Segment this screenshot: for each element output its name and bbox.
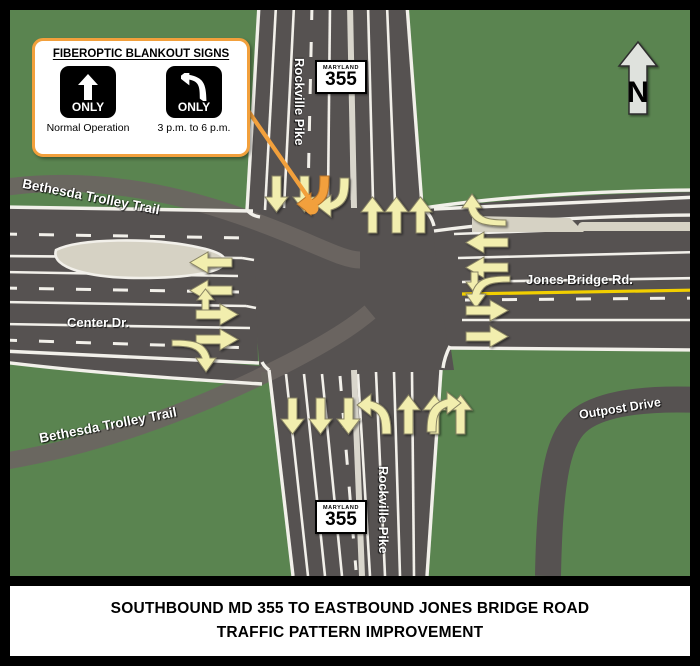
- route-shield-md355-north: MARYLAND 355: [315, 60, 367, 94]
- arrows-center-dr-sw-departure: [171, 339, 217, 373]
- jones-bridge-centerline: [461, 288, 690, 296]
- traffic-map: MARYLAND 355 MARYLAND 355 Rockville Pike…: [10, 10, 690, 576]
- arrows-center-dr-eastbound: [195, 288, 239, 351]
- arrows-jones-bridge-westbound: [464, 231, 511, 309]
- orange-target-dot: [305, 201, 319, 215]
- legend-sign-peak-period: ONLY 3 p.m. to 6 p.m.: [146, 66, 242, 134]
- label-rockville-pike-north: Rockville Pike: [292, 58, 307, 146]
- dashed-lane-markings: [10, 10, 690, 571]
- blankout-sign-through-only: ONLY: [60, 66, 116, 118]
- shield-state-name: MARYLAND: [322, 504, 360, 511]
- caption-line-2: TRAFFIC PATTERN IMPROVEMENT: [216, 624, 484, 641]
- arrows-jones-bridge-eastbound: [465, 299, 509, 348]
- route-shield-md355-south: MARYLAND 355: [315, 500, 367, 534]
- label-center-dr: Center Dr.: [67, 315, 130, 330]
- north-arrow-icon: N: [617, 40, 659, 115]
- channelizing-islands: [54, 216, 690, 280]
- md355-centerline: [347, 10, 365, 576]
- caption-line-1: SOUTHBOUND MD 355 TO EASTBOUND JONES BRI…: [110, 599, 590, 617]
- arrows-md355-south-leg-southbound: [279, 397, 362, 435]
- left-turn-arrow-icon: [181, 72, 207, 102]
- outpost-drive-path: [535, 386, 690, 576]
- orange-leader-line: [239, 99, 313, 203]
- blankout-only-label: ONLY: [71, 99, 105, 114]
- legend-caption-peak: 3 p.m. to 6 p.m.: [157, 122, 231, 134]
- shield-route-number: 355: [325, 69, 357, 91]
- shield-route-number: 355: [325, 509, 357, 531]
- arrows-jones-bridge-ne-departure: [461, 193, 507, 227]
- legend-sign-normal-operation: ONLY Normal Operation: [40, 66, 136, 134]
- label-jones-bridge-rd: Jones Bridge Rd.: [526, 272, 633, 287]
- north-arrow-label: N: [627, 76, 649, 109]
- legend-caption-normal: Normal Operation: [46, 122, 130, 134]
- arrows-md355-northbound-departure: [359, 196, 434, 234]
- up-arrow-icon: [77, 72, 99, 102]
- shield-state-name: MARYLAND: [322, 64, 360, 71]
- annotation-leader: [239, 99, 319, 215]
- legend-signs-row: ONLY Normal Operation ONLY 3 p.m. to 6 p…: [35, 66, 247, 134]
- fiberoptic-blankout-signs-legend: FIBEROPTIC BLANKOUT SIGNS ONLY Normal Op…: [32, 38, 250, 157]
- legend-title: FIBEROPTIC BLANKOUT SIGNS: [52, 48, 230, 60]
- figure-caption: SOUTHBOUND MD 355 TO EASTBOUND JONES BRI…: [10, 586, 690, 656]
- blankout-only-label: ONLY: [177, 99, 211, 114]
- highlighted-left-turn-arrow: [296, 175, 330, 217]
- label-rockville-pike-south: Rockville Pike: [376, 466, 391, 554]
- arrows-md355-south-leg-northbound: [356, 390, 474, 435]
- map-graphics: [10, 10, 690, 576]
- blankout-sign-left-turn-only: ONLY: [166, 66, 222, 118]
